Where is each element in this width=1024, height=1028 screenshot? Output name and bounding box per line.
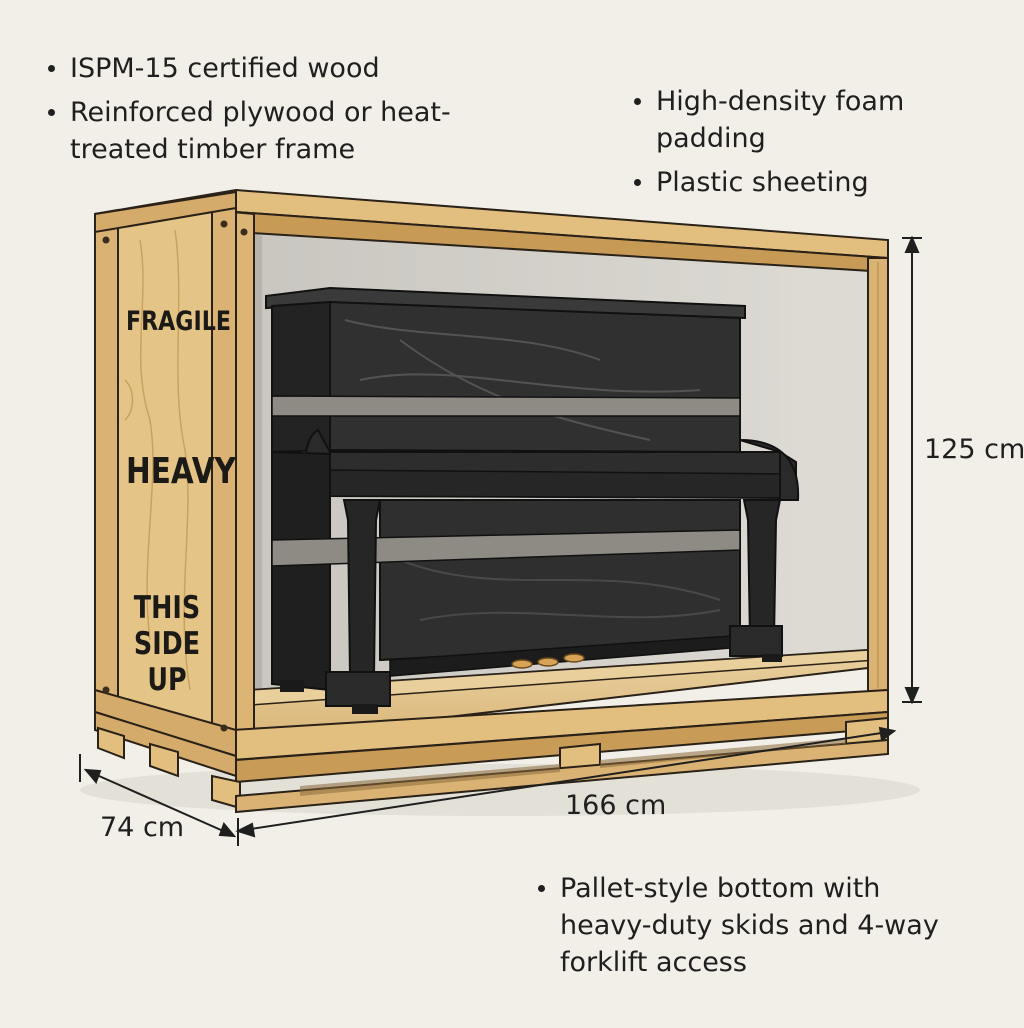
depth-label: 74 cm	[100, 812, 185, 843]
upright-piano	[265, 286, 800, 714]
list-item: Reinforced plywood or heat-treated timbe…	[46, 94, 486, 168]
width-label: 166 cm	[565, 790, 667, 821]
fragile-marking: FRAGILE	[126, 306, 231, 337]
width-dimension-line	[235, 726, 897, 846]
piano-pedals	[511, 653, 585, 669]
base-list: Pallet-style bottom with heavy-duty skid…	[536, 870, 956, 988]
heavy-marking: HEAVY	[126, 451, 236, 492]
list-item: Pallet-style bottom with heavy-duty skid…	[536, 870, 956, 981]
this-side-up-marking: THIS SIDE UP	[133, 590, 201, 698]
height-dimension-line	[902, 235, 922, 705]
crate-right-post	[867, 257, 889, 694]
list-item: Plastic sheeting	[632, 164, 952, 201]
pallet-base	[94, 710, 889, 814]
height-label: 125 cm	[924, 434, 1024, 465]
crate-front-frame	[231, 210, 889, 762]
list-item: High-density foam padding	[632, 83, 952, 157]
depth-dimension-line	[79, 754, 237, 838]
crate-end-panel	[94, 190, 248, 758]
list-item: ISPM-15 certified wood	[46, 50, 486, 87]
interior-list: High-density foam padding Plastic sheeti…	[632, 83, 952, 208]
materials-list: ISPM-15 certified wood Reinforced plywoo…	[46, 50, 486, 175]
